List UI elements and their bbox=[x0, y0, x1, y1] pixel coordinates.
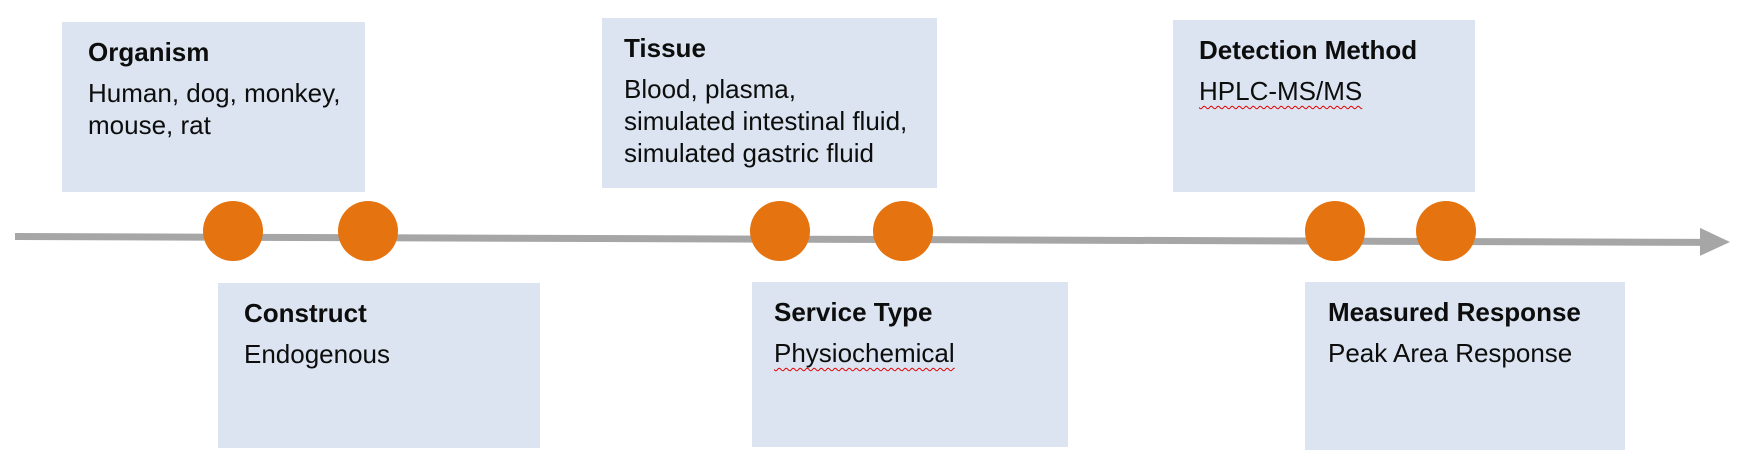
timeline-marker-dot bbox=[750, 201, 810, 261]
card-construct-title: Construct bbox=[244, 298, 367, 328]
timeline-marker-dot bbox=[873, 201, 933, 261]
card-detection-method: Detection Method HPLC-MS/MS bbox=[1173, 20, 1475, 192]
timeline-marker-dot bbox=[1305, 201, 1365, 261]
card-construct-body: Endogenous bbox=[244, 339, 391, 369]
timeline-marker-dot bbox=[1416, 201, 1476, 261]
timeline-marker-dot bbox=[203, 201, 263, 261]
card-service-type-body: Physiochemical bbox=[774, 338, 955, 368]
card-tissue: Tissue Blood, plasma, simulated intestin… bbox=[602, 18, 937, 188]
card-tissue-title: Tissue bbox=[624, 33, 706, 63]
card-organism: Organism Human, dog, monkey, mouse, rat bbox=[62, 22, 365, 192]
card-organism-body: Human, dog, monkey, mouse, rat bbox=[88, 78, 341, 140]
card-organism-title: Organism bbox=[88, 37, 210, 67]
card-tissue-body: Blood, plasma, simulated intestinal flui… bbox=[624, 74, 908, 168]
card-detection-method-body: HPLC-MS/MS bbox=[1199, 76, 1363, 106]
card-measured-response: Measured Response Peak Area Response bbox=[1305, 282, 1625, 450]
card-measured-response-body: Peak Area Response bbox=[1328, 338, 1573, 368]
card-service-type-title: Service Type bbox=[774, 297, 933, 327]
card-measured-response-title: Measured Response bbox=[1328, 297, 1581, 327]
timeline-marker-dot bbox=[338, 201, 398, 261]
card-service-type: Service Type Physiochemical bbox=[752, 282, 1068, 447]
arrow-right-icon bbox=[1699, 227, 1731, 256]
card-detection-method-title: Detection Method bbox=[1199, 35, 1418, 65]
card-construct: Construct Endogenous bbox=[218, 283, 540, 448]
